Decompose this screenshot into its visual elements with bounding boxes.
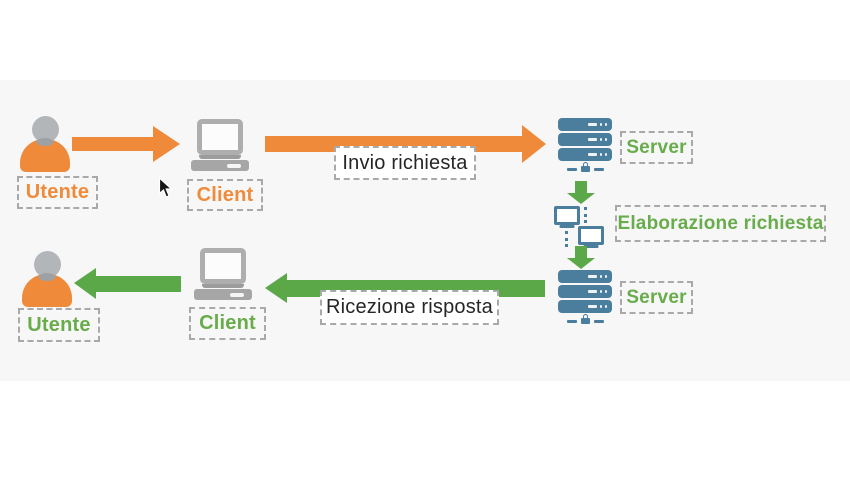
laptop-hinge [199, 155, 241, 159]
laptop-base [191, 160, 249, 171]
laptop-slot [230, 292, 244, 297]
utente-label-bottom-text: Utente [27, 313, 91, 336]
laptop-icon-bottom [194, 248, 252, 300]
flow-arrow-server-to-process [567, 181, 595, 204]
server-label-top-text: Server [626, 136, 687, 158]
laptop-base [194, 289, 252, 300]
utente-label-top: Utente [17, 176, 98, 209]
ricezione-risposta-label: Ricezione risposta [320, 290, 499, 325]
utente-label-top-text: Utente [25, 181, 90, 203]
lock-icon [580, 314, 590, 324]
network-icon [553, 206, 605, 252]
laptop-icon-top [191, 119, 249, 171]
invio-richiesta-text: Invio richiesta [342, 151, 468, 174]
server-icon-top [558, 118, 612, 172]
elaborazione-text: Elaborazione richiesta [617, 212, 824, 234]
laptop-screen [197, 119, 243, 155]
server-unit [558, 148, 612, 161]
user-head [31, 116, 59, 143]
user-head [33, 251, 61, 278]
user-icon-top [19, 116, 71, 172]
monitor-icon [554, 206, 580, 225]
laptop-hinge [202, 284, 244, 288]
laptop-screen [200, 248, 246, 284]
user-icon-bottom [21, 251, 73, 307]
server-unit [558, 300, 612, 313]
server-label-bottom: Server [620, 281, 693, 314]
elaborazione-label: Elaborazione richiesta [615, 205, 826, 242]
server-lock-connector [558, 314, 612, 324]
flow-arrow-client-to-user [74, 268, 181, 299]
server-unit [558, 270, 612, 283]
flow-arrow-user-to-client [72, 126, 180, 162]
dotted-link [565, 231, 568, 247]
flow-arrow-invio [265, 125, 546, 163]
dotted-link [584, 207, 587, 223]
laptop-slot [227, 163, 241, 168]
invio-richiesta-label: Invio richiesta [334, 146, 476, 180]
flow-arrow-process-to-server [567, 246, 595, 269]
background-band [0, 80, 850, 381]
client-label-bottom-text: Client [199, 312, 256, 334]
lock-icon [580, 162, 590, 172]
server-label-bottom-text: Server [626, 286, 687, 308]
client-label-top: Client [187, 179, 263, 211]
server-lock-connector [558, 162, 612, 172]
ricezione-risposta-text: Ricezione risposta [325, 296, 493, 318]
server-icon-bottom [558, 270, 612, 324]
utente-label-bottom: Utente [18, 308, 100, 342]
server-unit [558, 118, 612, 131]
server-unit [558, 133, 612, 146]
monitor-icon [578, 226, 604, 245]
server-label-top: Server [620, 131, 693, 164]
client-label-top-text: Client [196, 183, 254, 206]
server-unit [558, 285, 612, 298]
mouse-cursor-icon [158, 177, 174, 198]
client-label-bottom: Client [189, 307, 266, 340]
